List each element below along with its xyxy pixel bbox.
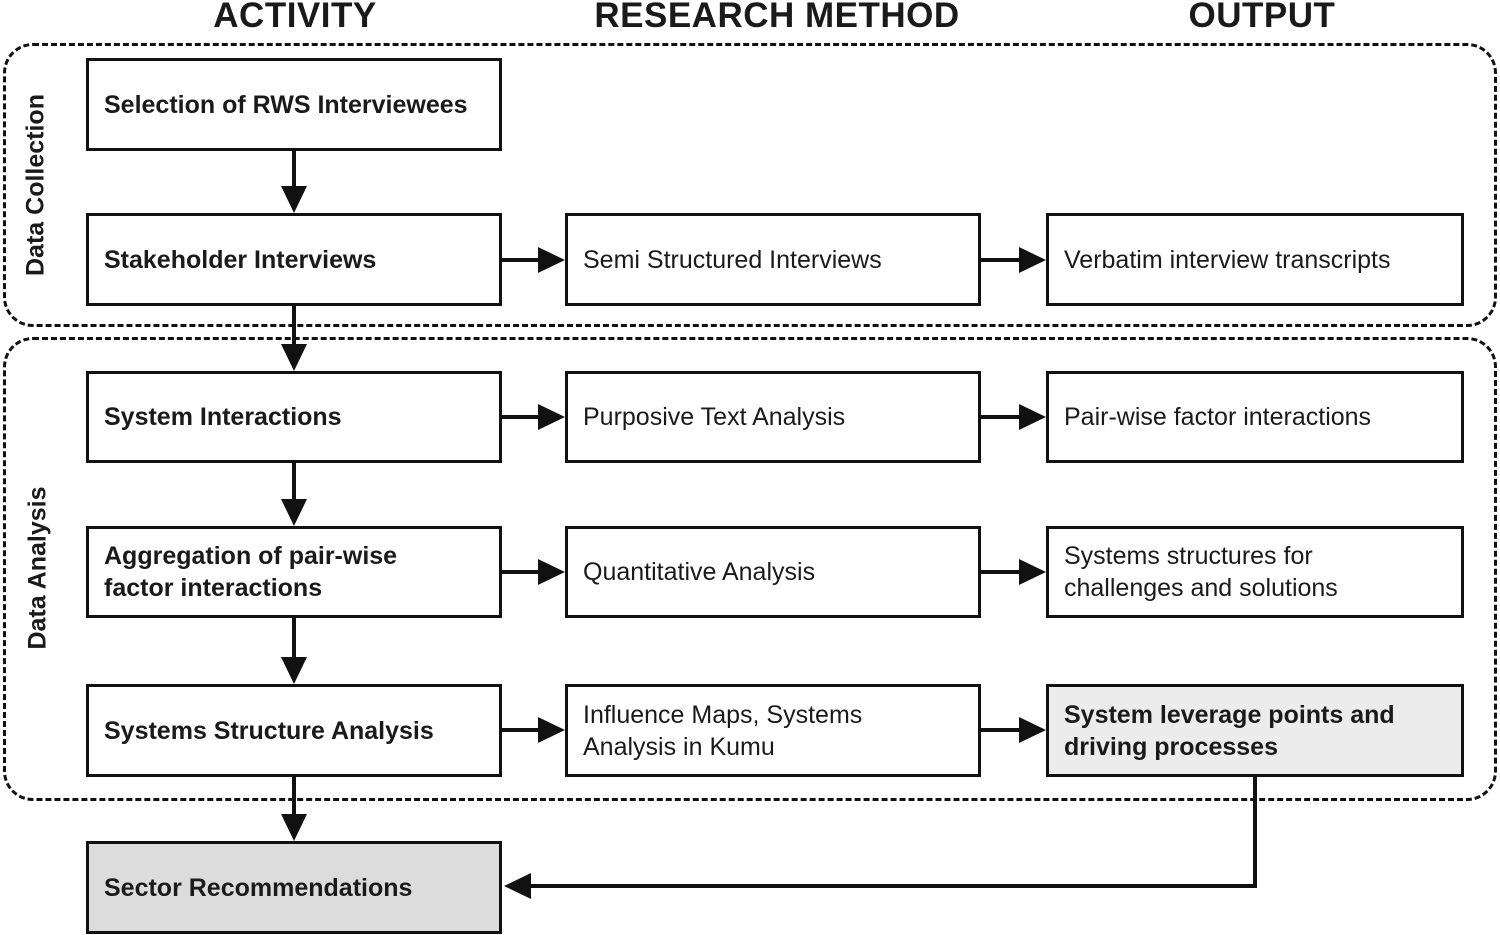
method-label: Influence Maps, Systems Analysis in Kumu bbox=[583, 700, 863, 761]
method-quantitative-analysis: Quantitative Analysis bbox=[565, 526, 981, 618]
phase-data-collection bbox=[3, 43, 1497, 327]
arrowhead bbox=[504, 873, 531, 899]
activity-stakeholder-interviews: Stakeholder Interviews bbox=[86, 213, 502, 306]
output-label: Pair-wise factor interactions bbox=[1064, 403, 1372, 431]
output-label: System leverage points and driving proce… bbox=[1064, 700, 1395, 761]
header-activity: ACTIVITY bbox=[213, 0, 377, 35]
output-pair-wise-interactions: Pair-wise factor interactions bbox=[1046, 371, 1464, 463]
output-label: Systems structures for challenges and so… bbox=[1064, 542, 1338, 602]
method-label: Semi Structured Interviews bbox=[583, 245, 882, 274]
method-purposive-text-analysis: Purposive Text Analysis bbox=[565, 371, 981, 463]
activity-system-interactions: System Interactions bbox=[86, 371, 502, 463]
activity-label: Selection of RWS Interviewees bbox=[104, 90, 468, 119]
activity-aggregation: Aggregation of pair-wise factor interact… bbox=[86, 526, 502, 618]
activity-label: Stakeholder Interviews bbox=[104, 245, 377, 274]
method-label: Quantitative Analysis bbox=[583, 558, 816, 586]
output-label: Verbatim interview transcripts bbox=[1064, 245, 1391, 274]
header-output: OUTPUT bbox=[1188, 0, 1336, 35]
activity-label: Systems Structure Analysis bbox=[104, 716, 434, 745]
activity-label: Aggregation of pair-wise factor interact… bbox=[104, 542, 398, 602]
header-research-method: RESEARCH METHOD bbox=[594, 0, 960, 35]
method-influence-maps: Influence Maps, Systems Analysis in Kumu bbox=[565, 684, 981, 777]
method-semi-structured-interviews: Semi Structured Interviews bbox=[565, 213, 981, 306]
activity-sector-recommendations: Sector Recommendations bbox=[86, 841, 502, 934]
activity-label: System Interactions bbox=[104, 403, 342, 431]
activity-selection-of-interviewees: Selection of RWS Interviewees bbox=[86, 58, 502, 151]
activity-label: Sector Recommendations bbox=[104, 873, 413, 902]
method-label: Purposive Text Analysis bbox=[583, 403, 846, 431]
arrowhead bbox=[281, 814, 307, 841]
output-leverage-points: System leverage points and driving proce… bbox=[1046, 684, 1464, 777]
output-verbatim-transcripts: Verbatim interview transcripts bbox=[1046, 213, 1464, 306]
phase-label-data-analysis: Data Analysis bbox=[23, 486, 52, 650]
output-systems-structures: Systems structures for challenges and so… bbox=[1046, 526, 1464, 618]
activity-systems-structure-analysis: Systems Structure Analysis bbox=[86, 684, 502, 777]
phase-label-data-collection: Data Collection bbox=[21, 94, 50, 276]
